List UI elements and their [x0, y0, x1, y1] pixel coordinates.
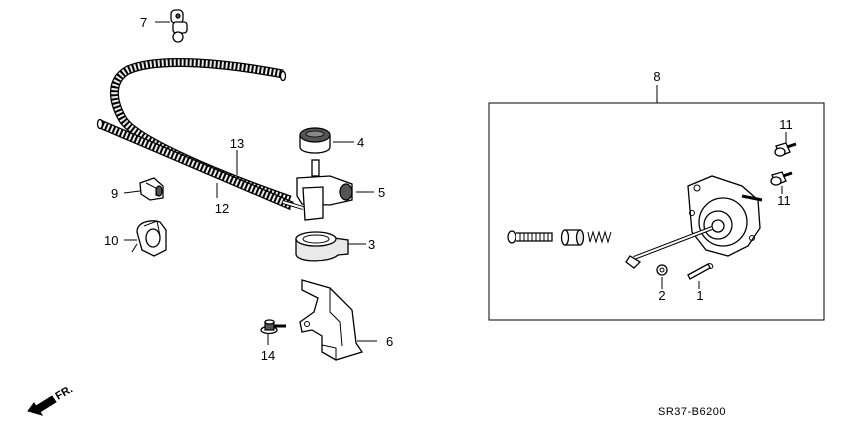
short-vacuum-hose [96, 118, 294, 211]
collar [560, 229, 585, 246]
hose-clamp-10 [131, 220, 167, 257]
rubber-mount-3 [295, 231, 349, 262]
callout-14: 14 [261, 348, 275, 363]
callout-3: 3 [368, 237, 375, 252]
callout-10: 10 [104, 233, 118, 248]
diagram-code: SR37-B6200 [658, 406, 726, 418]
callout-6: 6 [386, 334, 393, 349]
subassembly-8-frame [488, 102, 825, 321]
flange-bolt-14 [260, 319, 286, 335]
spring [587, 230, 612, 244]
callout-11-upper: 11 [779, 117, 793, 132]
front-direction-arrow [27, 395, 57, 416]
callout-5: 5 [378, 185, 385, 200]
bolt-11-lower [770, 171, 793, 186]
callout-12: 12 [215, 201, 229, 216]
mounting-bracket-6 [299, 279, 364, 361]
long-vacuum-hose [110, 57, 292, 205]
callout-8: 8 [653, 69, 660, 84]
leader-9 [123, 190, 141, 194]
callout-1: 1 [696, 288, 703, 303]
hose-clip-9 [139, 177, 164, 201]
cotter-pin-1 [687, 263, 714, 280]
callout-4: 4 [357, 135, 364, 150]
callout-7: 7 [140, 15, 147, 30]
vacuum-actuator [625, 175, 763, 269]
bolt-11-upper [774, 142, 797, 157]
cap-4 [299, 127, 331, 154]
direction-label: FR. [54, 383, 75, 402]
callout-13: 13 [230, 136, 244, 151]
solenoid-valve-5 [282, 159, 353, 221]
washer-2 [656, 264, 668, 276]
long-bolt [507, 230, 553, 244]
callout-11-lower: 11 [777, 193, 791, 208]
hose-clip-7 [170, 9, 188, 43]
callout-2: 2 [658, 288, 665, 303]
callout-9: 9 [111, 186, 118, 201]
